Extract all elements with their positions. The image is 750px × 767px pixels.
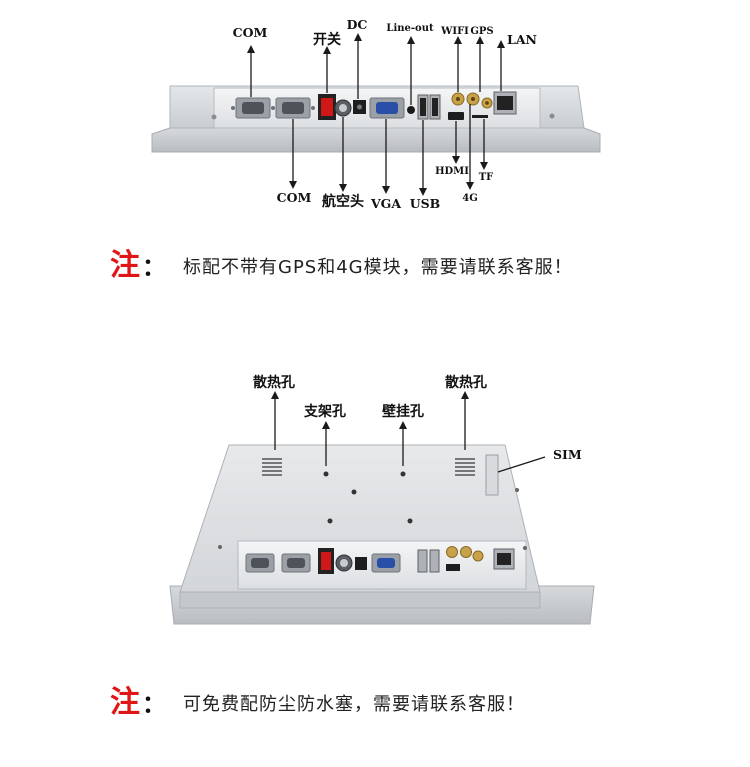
line-sim [497,456,546,473]
label-gps: GPS [470,26,493,37]
lan-port [493,91,517,115]
note-colon: ： [142,253,166,281]
mounting-holes [218,471,527,550]
aviation-connector [334,99,352,117]
label-lan: LAN [507,32,537,47]
label-usb: USB [410,196,441,211]
label-vga: VGA [370,196,401,211]
vent-left [262,458,282,476]
line-out-jack [407,106,415,114]
usb-ports [417,94,441,120]
label-sim: SIM [553,447,582,462]
top-device: COM 开关 DC Line-out WIFI GPS LAN COM 航空头 … [151,17,601,211]
antenna-connectors [451,92,493,109]
label-com-bottom: COM [277,190,312,205]
label-tf: TF [479,172,494,183]
note-mark: 注 [110,685,140,720]
label-stand-holes: 支架孔 [303,403,346,420]
power-switch [318,94,336,120]
label-wifi: WIFI [440,26,469,37]
bottom-device: 散热孔 支架孔 壁挂孔 散热孔 SIM [169,374,595,625]
note-2: 注 ： 可免费配防尘防水塞，需要请联系客服！ [110,685,525,720]
label-hdmi: HDMI [435,166,469,177]
hdmi-port [448,112,464,120]
sim-slot [485,454,499,496]
label-vent-right: 散热孔 [445,374,487,391]
note-mark: 注 [110,248,140,283]
note-colon: ： [142,690,166,718]
label-aviation: 航空头 [322,193,364,210]
vga-port [369,97,405,119]
label-line-out: Line-out [386,23,434,34]
vent-right [455,458,475,476]
label-4g: 4G [462,193,478,204]
label-wall-holes: 壁挂孔 [382,403,424,420]
note-text: 可免费配防尘防水塞，需要请联系客服！ [183,694,525,715]
label-switch: 开关 [313,31,341,48]
note-1: 注 ： 标配不带有GPS和4G模块，需要请联系客服！ [110,248,573,283]
rear-io-ports [245,546,515,574]
note-text: 标配不带有GPS和4G模块，需要请联系客服！ [183,257,573,278]
label-vent-left: 散热孔 [253,374,295,391]
dc-jack [353,100,366,114]
tf-slot [472,115,488,118]
com-port-2 [275,97,315,119]
label-dc: DC [347,17,368,32]
label-com-top: COM [233,25,268,40]
com-port-1 [231,97,275,119]
